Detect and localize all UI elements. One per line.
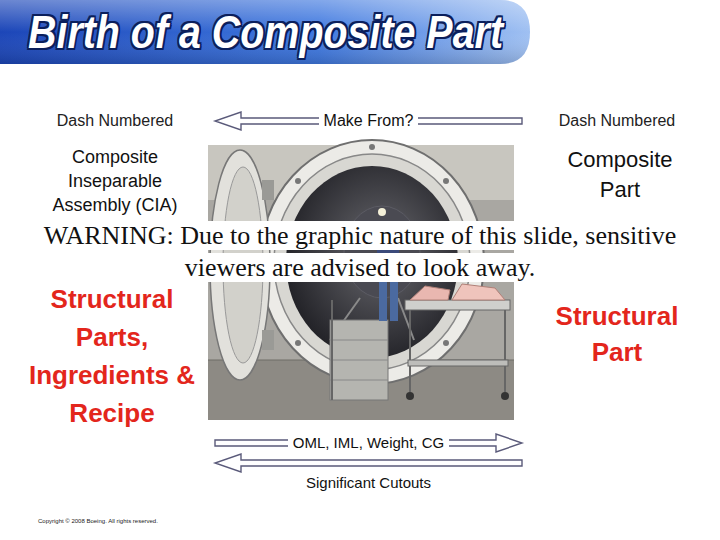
autoclave-photo bbox=[378, 208, 386, 216]
autoclave-photo bbox=[379, 281, 387, 321]
dash-number-label: Dash Numbered bbox=[527, 110, 707, 132]
autoclave-photo bbox=[295, 340, 301, 346]
slide-title: Birth of a Composite Part bbox=[28, 3, 503, 61]
autoclave-photo bbox=[330, 340, 388, 341]
title-banner bbox=[0, 0, 530, 64]
autoclave-photo bbox=[504, 310, 506, 392]
structural-list: Structural Parts, Ingredients & Recipe bbox=[25, 280, 200, 432]
autoclave-photo bbox=[452, 284, 505, 300]
autoclave-photo bbox=[262, 180, 274, 200]
block-arrow bbox=[215, 112, 522, 130]
autoclave-photo bbox=[295, 178, 301, 184]
autoclave-photo bbox=[443, 178, 449, 184]
autoclave-photo bbox=[330, 360, 388, 361]
autoclave-photo bbox=[408, 360, 508, 366]
connector-label: Make From? bbox=[319, 111, 419, 131]
copyright-note-text: Copyright © 2008 Boeing. All rights rese… bbox=[35, 518, 161, 524]
structural-part: Structural Part bbox=[535, 298, 700, 370]
connector-label: OML, IML, Weight, CG bbox=[288, 433, 449, 453]
autoclave-photo bbox=[443, 340, 449, 346]
text-column: Dash NumberedComposite PartStructural Pa… bbox=[522, 100, 712, 495]
autoclave-photo bbox=[409, 310, 411, 392]
autoclave-photo bbox=[330, 320, 388, 400]
autoclave-photo bbox=[410, 286, 450, 300]
text-column: Dash NumberedComposite Inseparable Assem… bbox=[10, 100, 215, 495]
title-banner bbox=[0, 0, 530, 64]
autoclave-photo bbox=[331, 300, 333, 400]
autoclave-photo bbox=[405, 300, 510, 310]
part-name: Composite Part bbox=[550, 145, 690, 205]
autoclave-photo bbox=[406, 392, 414, 400]
assembly-name: Composite Inseparable Assembly (CIA) bbox=[45, 145, 185, 217]
autoclave-photo bbox=[262, 330, 274, 350]
autoclave-photo bbox=[369, 144, 375, 150]
block-arrow bbox=[215, 454, 522, 472]
dash-number-label: Dash Numbered bbox=[25, 110, 205, 132]
autoclave-photo bbox=[208, 145, 514, 420]
autoclave-photo bbox=[390, 281, 398, 321]
warning-note: WARNING: Due to the graphic nature of th… bbox=[30, 220, 690, 284]
autoclave-photo bbox=[330, 380, 388, 381]
connector-label: Significant Cutouts bbox=[301, 473, 436, 493]
copyright-note: Copyright © 2008 Boeing. All rights rese… bbox=[35, 517, 335, 525]
autoclave-photo bbox=[501, 392, 509, 400]
warning-note-text: WARNING: Due to the graphic nature of th… bbox=[41, 221, 680, 282]
title-banner bbox=[0, 0, 530, 64]
block-arrow bbox=[215, 434, 522, 452]
